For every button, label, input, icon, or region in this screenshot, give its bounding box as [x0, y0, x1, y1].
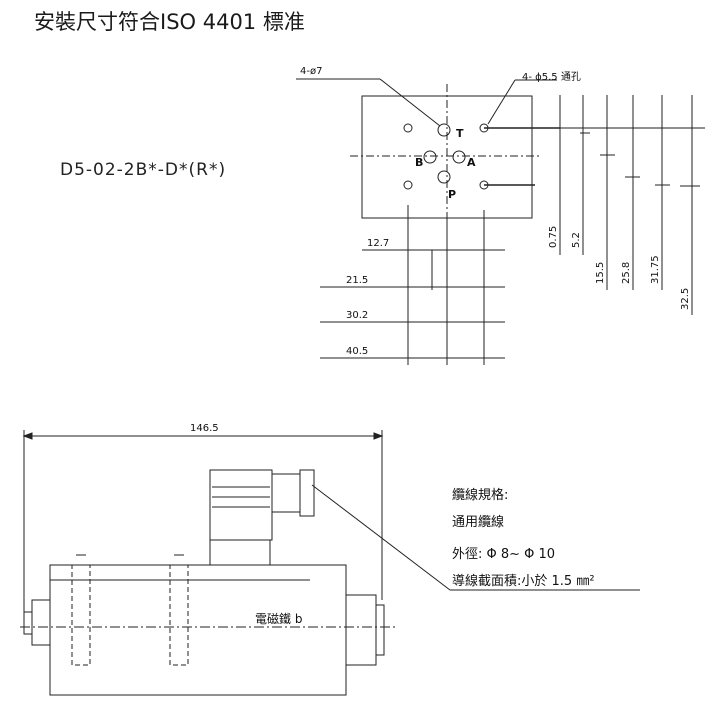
hdim-label-21-5: 21.5 [346, 275, 368, 286]
port-t-circle [437, 123, 451, 137]
solenoid-label: 電磁鐵 b [255, 611, 302, 626]
model-code: D5-02-2B*-D*(R*) [60, 160, 227, 180]
vdim-label-15-5: 15.5 [595, 262, 606, 284]
bolt-hole-bl [403, 180, 413, 190]
hdim-label-30-2: 30.2 [346, 310, 368, 321]
bolt-hole-tl [403, 123, 413, 133]
valve-body [49, 564, 347, 696]
hdim-label-40-5: 40.5 [346, 346, 368, 357]
manual-override-left [31, 599, 51, 646]
port-b-label: B [415, 156, 423, 169]
coil-neck [209, 539, 271, 566]
callout-4-o5-5: 4- ϕ5.5 通孔 [522, 71, 581, 83]
port-p-label: P [448, 188, 456, 201]
cable-spec-line-2: 外徑: Φ 8~ Φ 10 [452, 547, 556, 562]
cable-gland [299, 469, 315, 517]
port-a-label: A [467, 156, 476, 169]
solenoid-nut-right [345, 594, 377, 666]
cable-spec-heading: 纜線規格: [452, 488, 509, 503]
connector-plug [271, 473, 301, 513]
connector-housing [209, 469, 273, 541]
cable-leader [311, 484, 451, 591]
page-title: 安裝尺寸符合ISO 4401 標准 [34, 10, 305, 34]
port-t-label: T [456, 127, 464, 140]
port-b-circle [423, 150, 437, 164]
cable-spec-line-1: 通用纜線 [452, 515, 505, 530]
vdim-label-31-75: 31.75 [650, 255, 661, 284]
vdim-label-5-2: 5.2 [571, 232, 582, 248]
port-a-circle [452, 150, 466, 164]
vdim-label-32-5: 32.5 [680, 288, 691, 310]
vdim-label-25-8: 25.8 [621, 262, 632, 284]
port-p-circle [437, 170, 451, 184]
hdim-label-12-7: 12.7 [367, 238, 389, 249]
vdim-label-0-75: 0.75 [548, 226, 559, 248]
callout-4-o7: 4-ø7 [300, 66, 322, 77]
overall-length-label: 146.5 [190, 423, 219, 434]
cable-spec-line-3: 導線截面積:小於 1.5 ㎜² [452, 574, 595, 589]
bolt-right [169, 564, 189, 666]
bolt-left [71, 564, 91, 666]
